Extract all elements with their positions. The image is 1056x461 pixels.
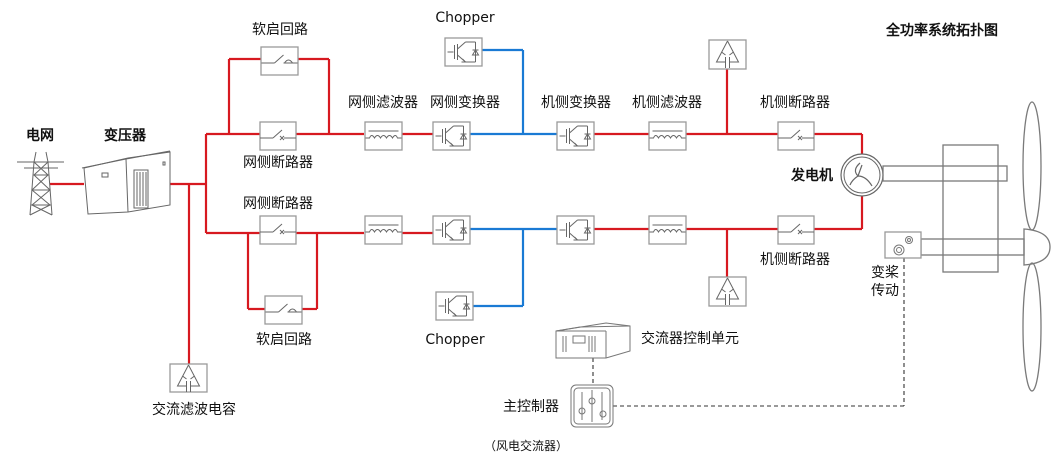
blade-top <box>1022 101 1042 231</box>
machine-filter-bottom[interactable] <box>648 215 687 245</box>
wind-converter-note: （风电交流器） <box>484 438 568 453</box>
soft-start-top-label: 软启回路 <box>252 22 308 38</box>
gears-icon <box>893 236 913 256</box>
transmission-tower-icon <box>17 151 64 216</box>
machine-converter-label: 机侧变换器 <box>541 94 611 111</box>
soft-start-circuit-bottom[interactable]: 软启回路 <box>256 295 312 348</box>
main-controller-label: 主控制器 <box>503 399 559 415</box>
grid-breaker-top-label: 网侧断路器 <box>243 155 313 171</box>
machine-capacitor-bottom[interactable] <box>708 276 747 307</box>
pitch-drive[interactable]: 变桨 传动 <box>871 231 922 299</box>
machine-breaker-top[interactable] <box>777 121 815 151</box>
diagram-title: 全功率系统拓扑图 <box>885 22 998 39</box>
machine-breaker-bottom[interactable] <box>777 215 815 245</box>
grid-breaker-bottom-label: 网侧断路器 <box>243 196 313 212</box>
chopper-bottom[interactable]: Chopper <box>425 291 485 348</box>
ac-filter-capacitor[interactable]: 交流滤波电容 <box>152 363 236 418</box>
generator-label: 发电机 <box>790 167 833 184</box>
chopper-top[interactable]: Chopper <box>435 10 495 67</box>
ac-wiring <box>50 57 864 364</box>
machine-capacitor-top[interactable] <box>708 39 747 70</box>
machine-breaker-top-label: 机侧断路器 <box>760 95 830 111</box>
grid-label: 电网 <box>26 127 54 144</box>
generator[interactable]: 发电机 <box>790 153 884 197</box>
blade-bottom <box>1022 262 1042 392</box>
rack-unit-icon <box>555 322 631 359</box>
soft-start-bottom-label: 软启回路 <box>256 332 312 348</box>
generator-icon <box>840 153 884 197</box>
soft-start-circuit-top[interactable]: 软启回路 <box>252 22 308 76</box>
grid-tower[interactable]: 电网 <box>17 127 64 216</box>
grid-converter-bottom[interactable] <box>432 215 471 245</box>
machine-breaker-bottom-label: 机侧断路器 <box>760 252 830 268</box>
grid-converter-label: 网侧变换器 <box>430 94 500 111</box>
converter-control-unit-label: 交流器控制单元 <box>641 330 739 347</box>
chopper-top-label: Chopper <box>435 10 495 26</box>
grid-breaker-bottom[interactable]: 网侧断路器 <box>243 196 313 245</box>
converter-control-unit[interactable]: 交流器控制单元 <box>555 322 739 359</box>
pitch-shaft <box>920 238 1025 256</box>
grid-converter-top[interactable] <box>432 121 471 151</box>
machine-filter-label: 机侧滤波器 <box>632 95 702 111</box>
grid-filter-label: 网侧滤波器 <box>348 95 418 111</box>
control-wiring <box>592 258 905 407</box>
grid-filter-bottom[interactable] <box>364 215 403 245</box>
transformer[interactable]: 变压器 <box>81 127 171 215</box>
grid-breaker-top[interactable]: 网侧断路器 <box>243 121 313 171</box>
nacelle-frame <box>942 144 999 273</box>
ac-filter-capacitor-label: 交流滤波电容 <box>152 401 236 418</box>
chopper-bottom-label: Chopper <box>425 332 485 348</box>
main-controller[interactable]: 主控制器 <box>503 384 614 428</box>
dc-link-wiring <box>470 48 557 308</box>
hub <box>1023 228 1051 266</box>
substation-icon <box>81 150 171 215</box>
machine-converter-top[interactable] <box>556 121 595 151</box>
grid-filter-top[interactable] <box>364 121 403 151</box>
machine-converter-bottom[interactable] <box>556 215 595 245</box>
transformer-label: 变压器 <box>104 127 147 144</box>
sliders-icon <box>570 384 614 428</box>
wind-turbine <box>882 101 1051 392</box>
pitch-drive-label-line1: 变桨 <box>871 264 899 281</box>
main-shaft <box>882 165 1008 182</box>
pitch-drive-label-line2: 传动 <box>871 283 899 299</box>
machine-filter-top[interactable] <box>648 121 687 151</box>
